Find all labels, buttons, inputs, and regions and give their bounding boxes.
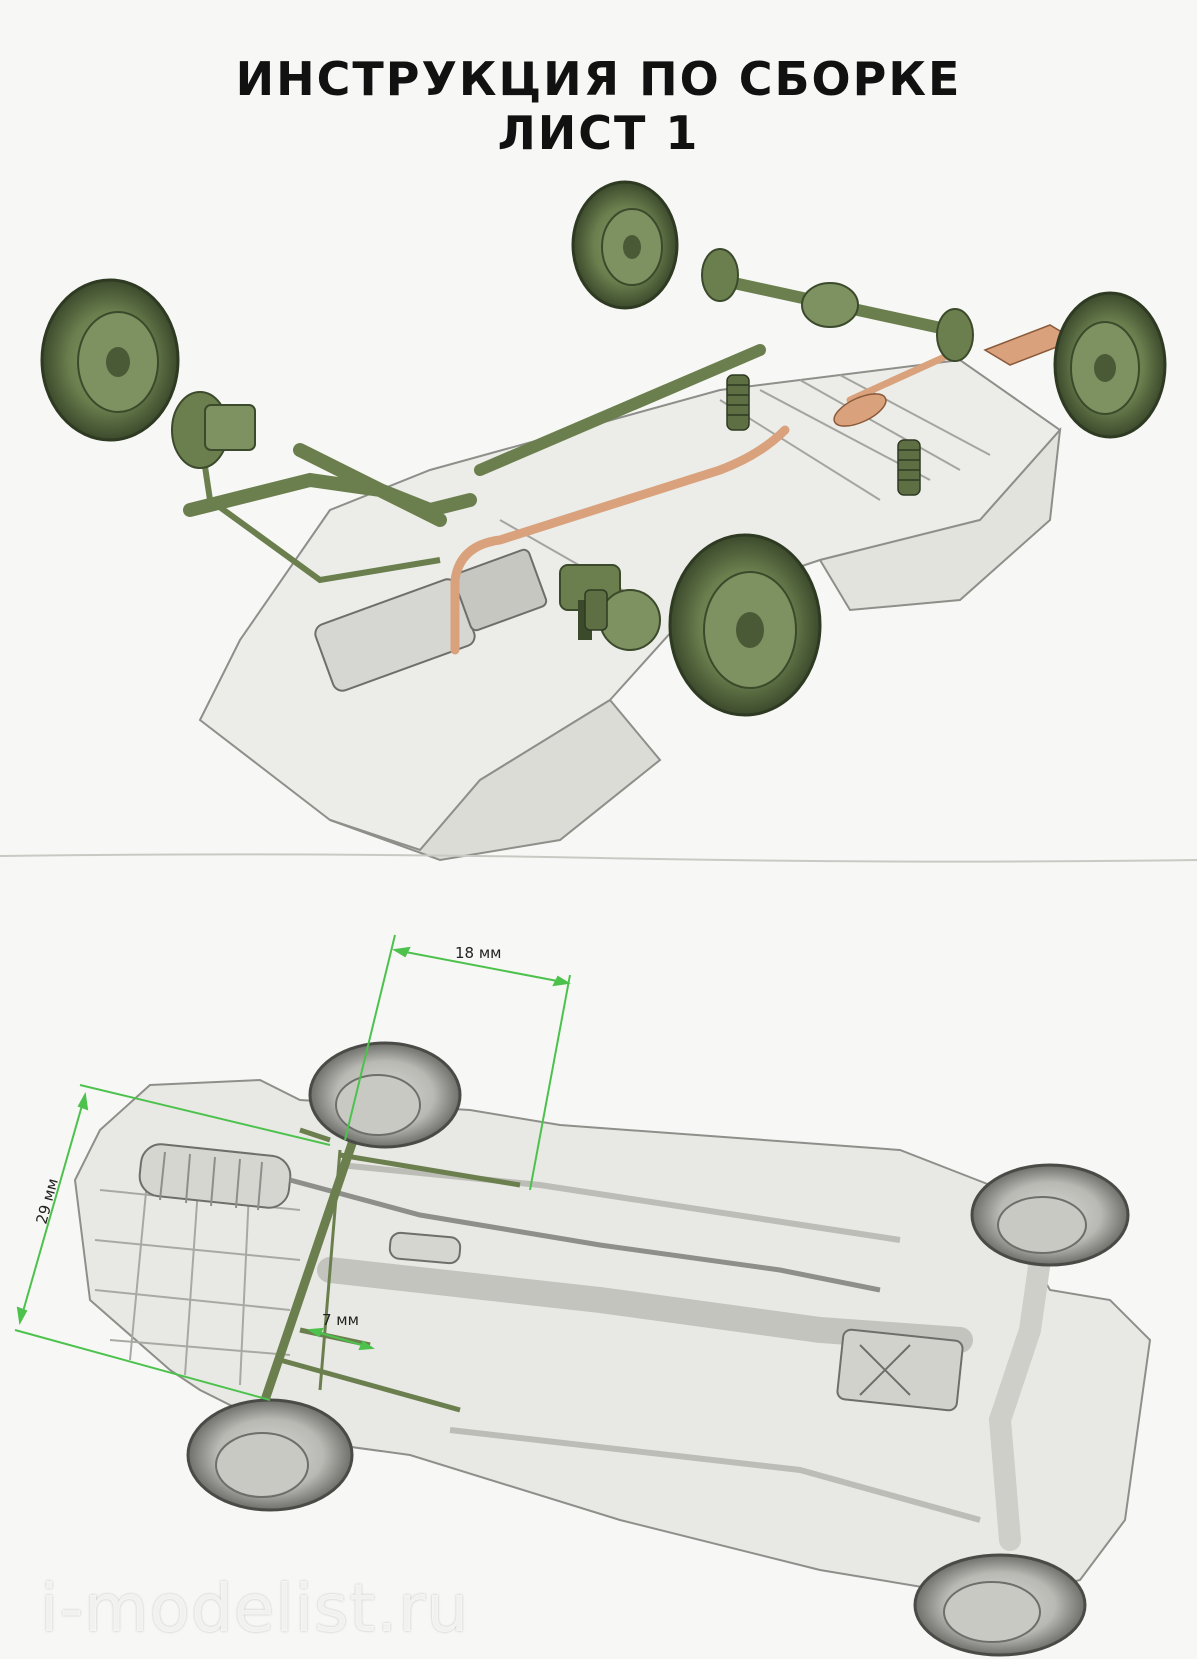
underside-body (73, 1078, 1152, 1602)
dimension-18mm (344, 934, 571, 1191)
driveshaft (474, 344, 766, 476)
gearbox (452, 548, 548, 632)
underside-exhaust (289, 1177, 881, 1293)
front-left-hub (171, 391, 256, 469)
side-rail-left (339, 1162, 901, 1243)
wheel-rear-right (1053, 291, 1167, 439)
underside-rear-axle (260, 1115, 521, 1413)
dimension-29mm (14, 1084, 331, 1401)
underside-gearbox (836, 1328, 964, 1412)
dimension-7mm-label: 7 мм (322, 1311, 359, 1329)
page-title: ИНСТРУКЦИЯ ПО СБОРКЕ ЛИСТ 1 (0, 52, 1197, 160)
underside-resonator (388, 1231, 462, 1265)
front-spring (584, 589, 608, 631)
exploded-chassis-view (40, 180, 1167, 862)
body-side-sill (818, 426, 1062, 612)
rear-axle (701, 248, 974, 362)
dimension-7mm (307, 1327, 375, 1351)
gearbox-cross (859, 1344, 911, 1396)
front-crossmember (183, 443, 477, 527)
exhaust-tail (846, 346, 964, 404)
watermark: i-modelist.ru (40, 1570, 470, 1647)
wheel-rear-left (571, 180, 679, 310)
page-fold-line (0, 853, 1197, 863)
side-rail-right (449, 1427, 981, 1523)
underside-wheel-front-top (970, 1163, 1130, 1267)
rear-springs (726, 374, 921, 496)
floor-ribs (499, 374, 991, 601)
underside-wheel-front-bottom (913, 1553, 1087, 1657)
underside-front-crossmember (988, 1249, 1051, 1551)
dimension-29mm-label: 29 мм (32, 1176, 61, 1226)
underside-view: 18 мм 29 мм 7 мм (14, 934, 1152, 1657)
exhaust-pipe (450, 425, 790, 655)
rear-muffler (138, 1143, 292, 1211)
title-line-2: ЛИСТ 1 (497, 106, 700, 160)
wheel-front-right (668, 533, 822, 717)
dimension-18mm-label: 18 мм (455, 944, 502, 962)
underside-wheel-rear-bottom (186, 1398, 354, 1512)
underside-wheel-rear-top (308, 1041, 462, 1149)
exhaust-muffler-small (833, 393, 887, 427)
wheel-front-left (40, 278, 180, 442)
title-line-1: ИНСТРУКЦИЯ ПО СБОРКЕ (235, 52, 962, 106)
